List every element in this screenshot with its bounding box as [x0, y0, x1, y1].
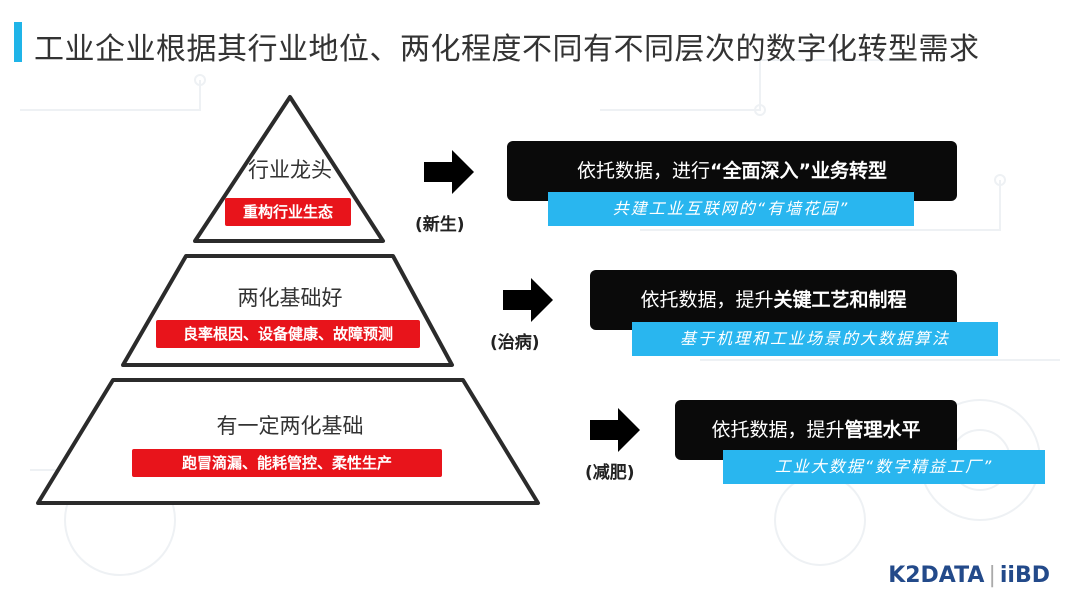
arrow-right-icon: [503, 278, 553, 322]
title-accent-bar: [14, 22, 22, 62]
tier-3-label: 有一定两化基础: [216, 414, 364, 438]
box-transform-bold: “全面深入”业务转型: [710, 160, 887, 182]
page-title: 工业企业根据其行业地位、两化程度不同有不同层次的数字化转型需求: [34, 32, 980, 67]
tier-1-label: 行业龙头: [248, 158, 332, 182]
box-transform-plain: 依托数据，进行: [577, 160, 711, 182]
pyramid-tier-3-shape: [36, 378, 540, 505]
note-new-life: (新生): [415, 215, 465, 235]
tier-2-label: 两化基础好: [237, 286, 343, 310]
box-management-bold: 管理水平: [844, 419, 921, 441]
logo-iibd: iiBD: [999, 563, 1050, 588]
note-slim: (减肥): [585, 463, 635, 483]
tier-1-tag: 重构行业生态: [225, 198, 351, 226]
logo-separator: |: [988, 563, 996, 588]
tier-2-tag: 良率根因、设备健康、故障预测: [156, 320, 420, 348]
box-process: 依托数据，提升关键工艺和制程: [590, 270, 957, 330]
tier-3-tag: 跑冒滴漏、能耗管控、柔性生产: [132, 449, 442, 477]
sub-process: 基于机理和工业场景的大数据算法: [632, 322, 998, 356]
arrow-right-icon: [424, 150, 474, 194]
box-process-bold: 关键工艺和制程: [773, 289, 907, 311]
sub-management: 工业大数据“数字精益工厂”: [723, 450, 1045, 484]
box-process-plain: 依托数据，提升: [640, 289, 774, 311]
box-transform: 依托数据，进行“全面深入”业务转型: [507, 141, 957, 201]
arrow-right-icon: [590, 408, 640, 452]
box-management-plain: 依托数据，提升: [711, 419, 845, 441]
logo-k2data: K2DATA: [888, 563, 985, 588]
note-cure: (治病): [490, 333, 540, 353]
sub-transform: 共建工业互联网的“有墙花园”: [548, 192, 914, 226]
logo: K2DATA|iiBD: [888, 563, 1050, 588]
